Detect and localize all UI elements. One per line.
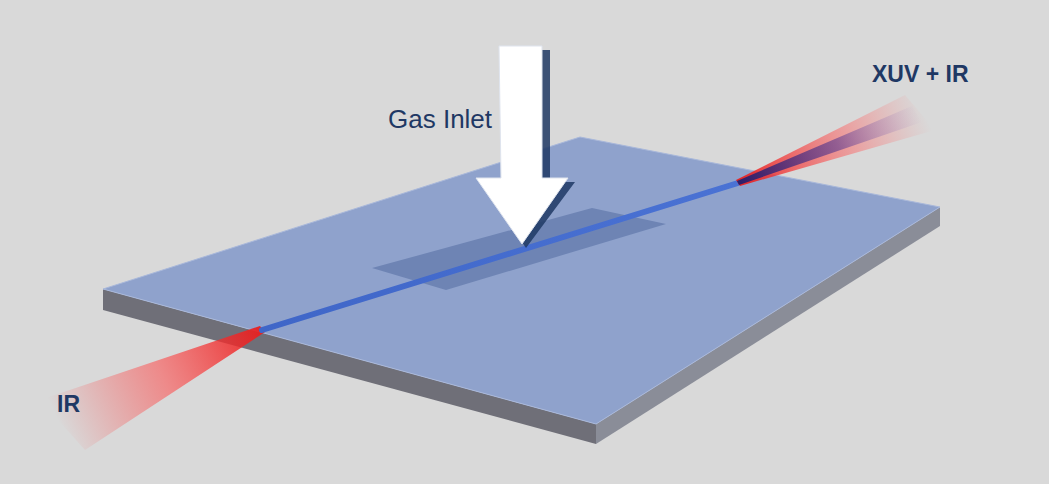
gas-inlet-arrow bbox=[476, 46, 568, 244]
beam-label: Gas Inlet bbox=[388, 105, 492, 134]
ir-beam-in bbox=[40, 326, 265, 450]
ir-beam-out bbox=[736, 95, 935, 186]
beam-label: IR bbox=[57, 392, 80, 417]
xuv-beam-out bbox=[737, 106, 922, 185]
beam-label: XUV + IR bbox=[872, 62, 969, 87]
